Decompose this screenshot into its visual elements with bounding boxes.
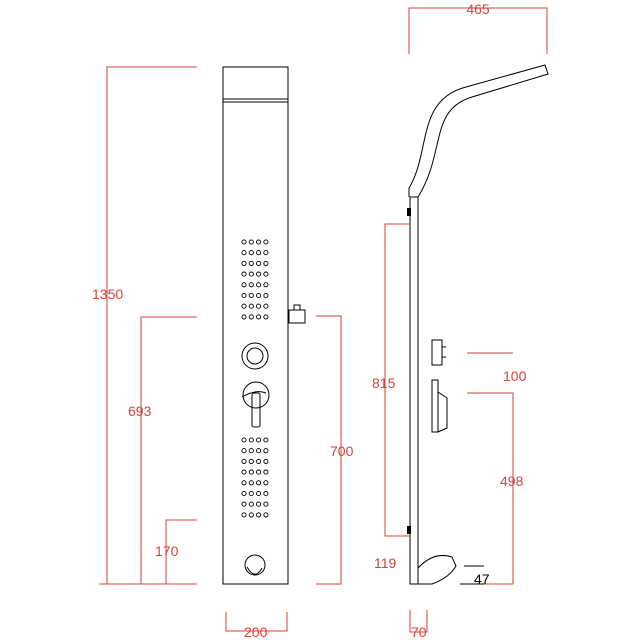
jet-hole xyxy=(263,303,269,309)
front-dimensions: 1350 693 700 170 200 xyxy=(92,66,354,640)
jet-hole xyxy=(248,303,254,309)
side-bottom-cap xyxy=(407,526,411,534)
jet-hole xyxy=(241,469,247,475)
jet-hole xyxy=(256,292,262,299)
jet-hole xyxy=(241,250,247,256)
jet-hole xyxy=(241,239,247,245)
jet-hole xyxy=(263,271,269,277)
dim-label-200: 200 xyxy=(244,624,268,640)
side-outlet xyxy=(288,309,306,324)
front-view xyxy=(222,66,306,585)
jet-hole xyxy=(248,314,254,320)
jet-hole xyxy=(248,260,254,266)
jet-hole xyxy=(241,314,247,320)
jet-hole xyxy=(263,314,269,320)
dim-label-100: 100 xyxy=(503,368,527,384)
jet-hole xyxy=(241,303,247,309)
side-dimensions: 465 815 100 498 119 70 47 xyxy=(372,1,548,640)
side-panel-body xyxy=(409,196,419,585)
dim-label-47: 47 xyxy=(474,571,490,587)
jet-hole xyxy=(263,437,269,443)
jet-hole xyxy=(248,292,254,299)
jet-hole xyxy=(263,250,269,256)
dim-label-119: 119 xyxy=(374,555,397,571)
jet-hole xyxy=(256,469,262,475)
jet-hole xyxy=(256,480,262,486)
jet-hole xyxy=(248,239,254,245)
dim-label-1350: 1350 xyxy=(92,286,123,302)
jet-hole xyxy=(256,437,262,443)
jet-hole xyxy=(248,250,254,256)
dim-label-700: 700 xyxy=(330,443,354,459)
jet-hole xyxy=(256,303,262,309)
dim-label-693: 693 xyxy=(128,403,152,419)
dim-label-815: 815 xyxy=(372,375,396,391)
jet-hole xyxy=(248,490,254,497)
dim-label-465: 465 xyxy=(466,1,490,17)
dim-label-498: 498 xyxy=(500,473,524,489)
jet-hole xyxy=(263,490,269,497)
foot-spout xyxy=(244,554,266,576)
jet-hole xyxy=(248,469,254,475)
jet-hole xyxy=(241,512,247,518)
shower-arm xyxy=(408,64,549,198)
jet-hole xyxy=(263,260,269,266)
jet-hole xyxy=(241,271,247,277)
jet-hole xyxy=(263,469,269,475)
jet-hole xyxy=(256,458,262,464)
panel-outline xyxy=(222,66,289,585)
jet-hole xyxy=(256,282,262,288)
jet-hole xyxy=(248,282,254,288)
jet-hole xyxy=(256,314,262,320)
jet-hole xyxy=(256,512,262,518)
jet-hole xyxy=(241,282,247,288)
diverter-knob xyxy=(241,342,269,370)
jet-hole xyxy=(241,292,247,299)
jet-hole xyxy=(248,458,254,464)
dim-label-70: 70 xyxy=(411,624,427,640)
massage-jets-lower xyxy=(241,437,269,518)
dim-label-170: 170 xyxy=(155,543,179,559)
jet-hole xyxy=(241,437,247,443)
jet-hole xyxy=(256,271,262,277)
jet-hole xyxy=(248,501,254,507)
jet-hole xyxy=(263,282,269,288)
jet-hole xyxy=(241,490,247,497)
jet-hole xyxy=(263,501,269,507)
jet-hole xyxy=(241,501,247,507)
jet-hole xyxy=(263,292,269,299)
jet-hole xyxy=(263,448,269,454)
jet-hole xyxy=(256,490,262,497)
massage-jets-upper xyxy=(241,239,269,320)
jet-hole xyxy=(256,250,262,256)
jet-hole xyxy=(241,458,247,464)
side-view xyxy=(407,64,549,585)
side-top-cap xyxy=(407,208,411,216)
side-mixer xyxy=(431,379,439,433)
jet-hole xyxy=(241,480,247,486)
panel-top-band xyxy=(222,66,289,100)
jet-hole xyxy=(248,437,254,443)
jet-hole xyxy=(256,448,262,454)
side-outlet-stem xyxy=(293,304,301,311)
side-foot-spout xyxy=(417,554,457,585)
jet-hole xyxy=(263,458,269,464)
jet-hole xyxy=(256,260,262,266)
jet-hole xyxy=(263,512,269,518)
side-diverter xyxy=(431,339,443,366)
jet-hole xyxy=(248,480,254,486)
jet-hole xyxy=(256,239,262,245)
mixer-handle xyxy=(241,381,270,428)
jet-hole xyxy=(241,260,247,266)
jet-hole xyxy=(263,480,269,486)
jet-hole xyxy=(248,271,254,277)
jet-hole xyxy=(248,512,254,518)
jet-hole xyxy=(256,501,262,507)
jet-hole xyxy=(263,239,269,245)
jet-hole xyxy=(248,448,254,454)
jet-hole xyxy=(241,448,247,454)
